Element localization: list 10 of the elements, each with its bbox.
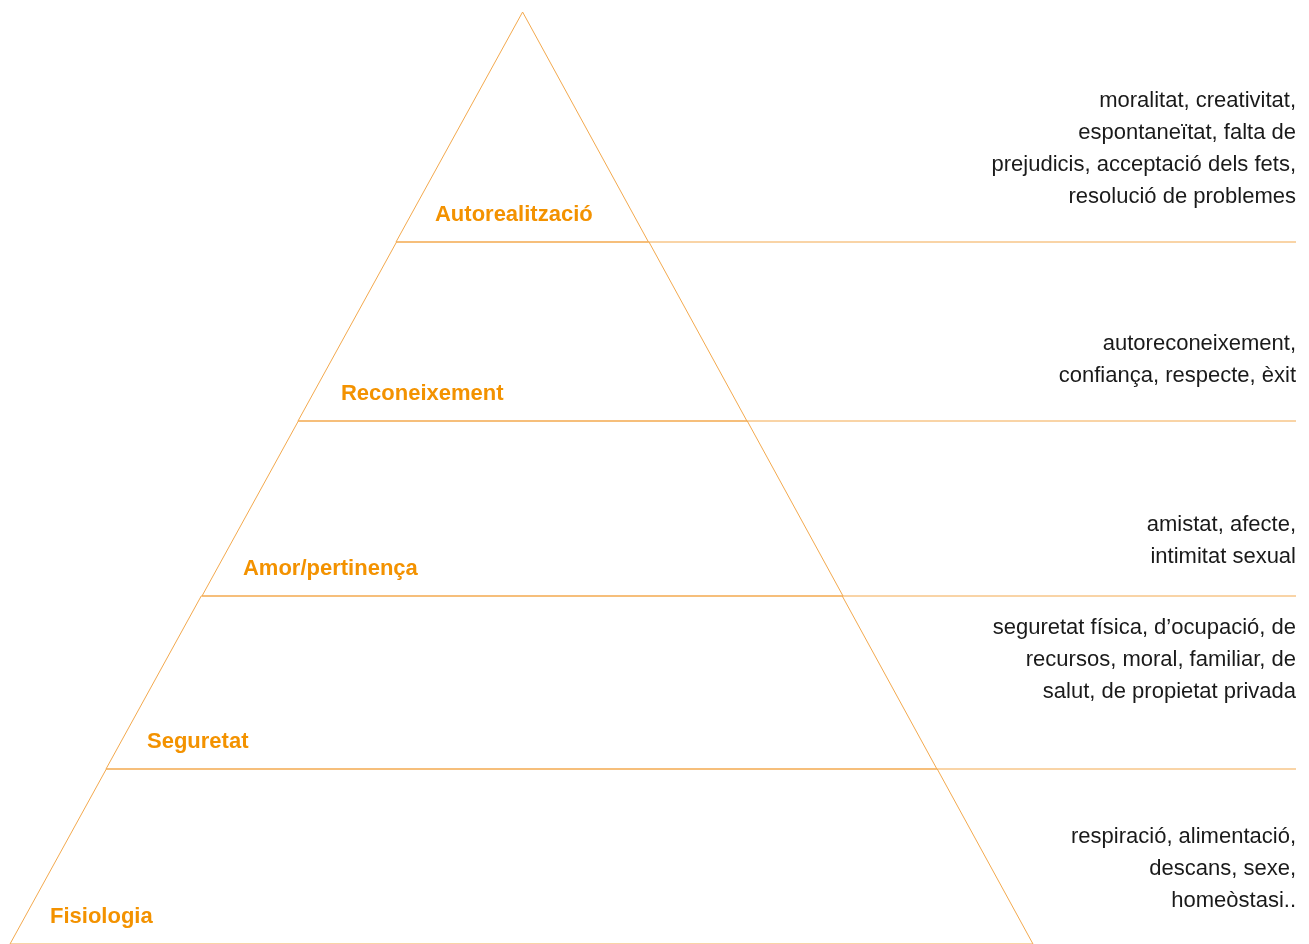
description-text: autoreconeixement, confiança, respecte, èxit bbox=[1057, 329, 1296, 389]
level-label: Seguretat bbox=[147, 730, 249, 752]
level-label: Autorealització bbox=[435, 203, 593, 225]
level-label: Reconeixement bbox=[341, 382, 504, 404]
description-text: seguretat física, d’ocupació, de recursos, moral, familiar, de salut, de propietat privada bbox=[991, 613, 1296, 705]
description-text: respiració, alimentació, descans, sexe, homeòstasi.. bbox=[1070, 822, 1296, 914]
level-label: Amor/pertinença bbox=[243, 557, 418, 579]
description-text: amistat, afecte, intimitat sexual bbox=[1145, 510, 1296, 570]
description-text: moralitat, creativitat, espontaneïtat, falta de prejudicis, acceptació dels fets, resolució de problemes bbox=[990, 86, 1296, 210]
level-label: Fisiologia bbox=[50, 905, 153, 927]
